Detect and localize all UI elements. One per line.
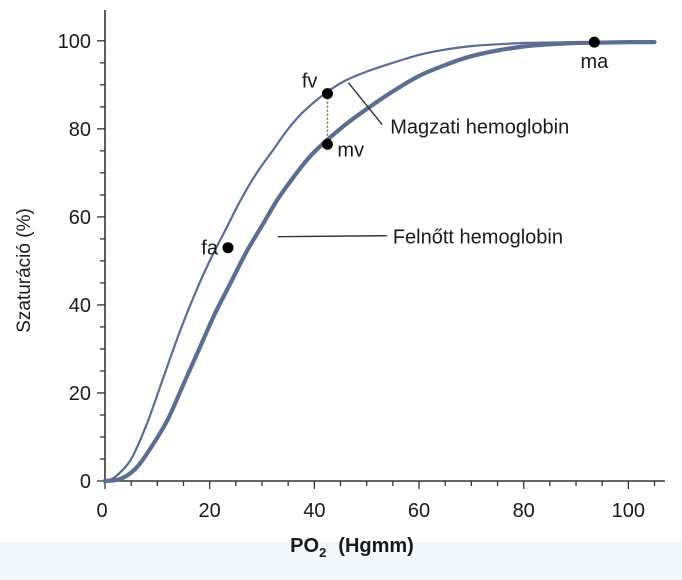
chart-curves [102, 39, 657, 484]
adult-hemoglobin-label: Felnőtt hemoglobin [393, 227, 563, 249]
annotation-leader-line [277, 234, 387, 238]
fetal-hemoglobin-curve [103, 40, 656, 483]
x-axis-label: PO2(Hgmm) [290, 535, 414, 560]
bottom-background-band [0, 542, 682, 580]
chart-points: fa fv mv ma [201, 36, 609, 260]
point-label-fv: fv [302, 71, 318, 93]
fetal-hemoglobin-label: Magzati hemoglobin [390, 117, 569, 139]
point-mv [321, 138, 333, 150]
x-tick-label: 80 [513, 500, 535, 522]
y-tick-label: 40 [69, 295, 91, 317]
x-tick-label: 60 [408, 500, 430, 522]
chart-axes: 0 20 40 60 80 100 0 20 40 60 80 100 [58, 10, 665, 522]
x-tick-label: 100 [612, 500, 645, 522]
chart-labels: Szaturáció (%) PO2(Hgmm) [14, 208, 414, 560]
annotation-leader-line [347, 82, 383, 126]
y-tick-label: 0 [80, 471, 91, 493]
point-label-ma: ma [580, 51, 609, 73]
x-tick-label: 0 [96, 500, 107, 522]
y-tick-label: 20 [69, 383, 91, 405]
point-label-mv: mv [337, 139, 364, 161]
point-fv [321, 88, 333, 100]
y-axis-label: Szaturáció (%) [14, 208, 35, 333]
x-tick-label: 40 [303, 500, 325, 522]
point-fa [222, 242, 234, 254]
y-tick-label: 100 [58, 31, 91, 53]
point-label-fa: fa [201, 238, 219, 260]
x-tick-label: 20 [199, 500, 221, 522]
point-ma [588, 36, 600, 48]
y-tick-label: 60 [69, 207, 91, 229]
adult-hemoglobin-curve [102, 39, 657, 484]
y-tick-label: 80 [69, 119, 91, 141]
